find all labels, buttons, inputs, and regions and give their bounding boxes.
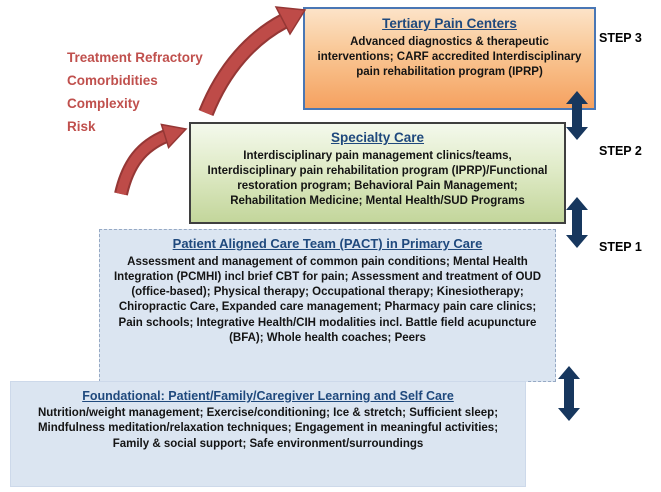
tertiary-pain-centers-title: Tertiary Pain Centers xyxy=(382,16,517,31)
foundational-self-care-body: Nutrition/weight management; Exercise/co… xyxy=(37,407,499,450)
pact-primary-care-title: Patient Aligned Care Team (PACT) in Prim… xyxy=(172,236,483,251)
risk-factors-list: Treatment Refractory Comorbidities Compl… xyxy=(67,46,203,138)
tertiary-pain-centers-box: Tertiary Pain Centers Advanced diagnosti… xyxy=(303,7,596,110)
double-arrow-step1-foundational xyxy=(558,366,580,421)
specialty-care-title: Specialty Care xyxy=(330,130,425,145)
red-arrow-to-step3 xyxy=(198,6,307,117)
step-2-label: STEP 2 xyxy=(599,144,642,158)
step-1-label: STEP 1 xyxy=(599,240,642,254)
specialty-care-body: Interdisciplinary pain management clinic… xyxy=(207,149,548,208)
double-arrow-step2-step1 xyxy=(566,197,588,248)
foundational-self-care-title: Foundational: Patient/Family/Caregiver L… xyxy=(82,389,454,403)
risk-factor-risk: Risk xyxy=(67,119,96,134)
pact-primary-care-body: Assessment and management of common pain… xyxy=(113,255,542,344)
risk-factor-comorbidities: Comorbidities xyxy=(67,73,158,88)
specialty-care-box: Specialty Care Interdisciplinary pain ma… xyxy=(189,122,566,224)
risk-factor-treatment-refractory: Treatment Refractory xyxy=(67,50,203,65)
tertiary-pain-centers-body: Advanced diagnostics & therapeutic inter… xyxy=(317,35,582,78)
step-3-label: STEP 3 xyxy=(599,31,642,45)
risk-factor-complexity: Complexity xyxy=(67,96,140,111)
foundational-self-care-box: Foundational: Patient/Family/Caregiver L… xyxy=(10,381,526,487)
pact-primary-care-box: Patient Aligned Care Team (PACT) in Prim… xyxy=(99,229,556,382)
